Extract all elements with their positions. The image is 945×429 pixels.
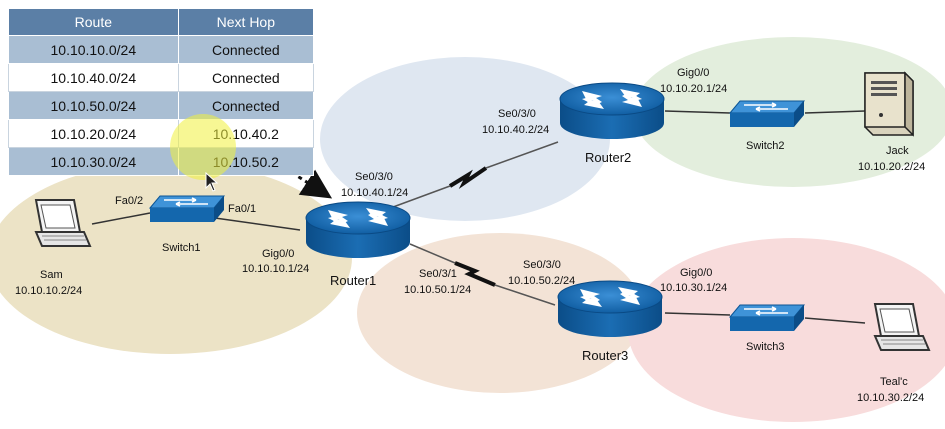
router1-icon[interactable] — [305, 201, 411, 259]
router2-gig-ip: 10.10.20.1/24 — [660, 83, 727, 95]
routing-table: Route Next Hop 10.10.10.0/24 Connected 1… — [8, 8, 315, 176]
router2-se030-name: Se0/3/0 — [498, 108, 536, 120]
wan-zone-router2 — [320, 57, 610, 221]
jack-ip: 10.10.20.2/24 — [858, 161, 925, 173]
route-cell: 10.10.40.0/24 — [8, 63, 179, 92]
router1-se031-ip: 10.10.50.1/24 — [404, 284, 471, 296]
next-hop-cell: Connected — [177, 91, 315, 120]
router1-gig-ip: 10.10.10.1/24 — [242, 263, 309, 275]
route-cell: 10.10.20.0/24 — [8, 119, 179, 148]
router3-se030-ip: 10.10.50.2/24 — [508, 275, 575, 287]
next-hop-cell: Connected — [177, 63, 315, 92]
table-row: 10.10.10.0/24 Connected — [8, 35, 315, 64]
switch1-label: Switch1 — [162, 242, 201, 254]
switch3-icon[interactable] — [729, 304, 805, 332]
router1-se031-name: Se0/3/1 — [419, 268, 457, 280]
next-hop-cell: 10.10.40.2 — [177, 119, 315, 148]
router1-gig-name: Gig0/0 — [262, 248, 294, 260]
router2-gig-name: Gig0/0 — [677, 67, 709, 79]
switch1-icon[interactable] — [149, 195, 225, 223]
router3-gig-ip: 10.10.30.1/24 — [660, 282, 727, 294]
link-switch2-jack — [804, 110, 866, 114]
router1-se030-name: Se0/3/0 — [355, 171, 393, 183]
router3-gig-name: Gig0/0 — [680, 267, 712, 279]
tealc-ip: 10.10.30.2/24 — [857, 392, 924, 404]
router1-se030-ip: 10.10.40.1/24 — [341, 187, 408, 199]
router3-icon[interactable] — [557, 280, 663, 338]
table-row: 10.10.20.0/24 10.10.40.2 — [8, 119, 315, 148]
next-hop-cell: Connected — [177, 35, 315, 64]
link-sam-switch1 — [91, 212, 151, 225]
link-router2-switch2 — [664, 110, 731, 114]
routing-table-header: Route Next Hop — [8, 8, 315, 36]
switch2-label: Switch2 — [746, 140, 785, 152]
tealc-name: Teal'c — [880, 376, 908, 388]
switch2-icon[interactable] — [729, 100, 805, 128]
link-router3-switch3 — [664, 312, 731, 316]
router3-label: Router3 — [582, 348, 628, 363]
serial-link-r1-r3 — [409, 243, 556, 306]
route-cell: 10.10.10.0/24 — [8, 35, 179, 64]
router1-label: Router1 — [330, 273, 376, 288]
header-route: Route — [8, 8, 179, 36]
table-row: 10.10.30.0/24 10.10.50.2 — [8, 147, 315, 176]
route-cell: 10.10.30.0/24 — [8, 147, 179, 176]
sam-ip: 10.10.10.2/24 — [15, 285, 82, 297]
lan-zone-sam — [0, 162, 352, 354]
next-hop-cell: 10.10.50.2 — [177, 147, 315, 176]
table-row: 10.10.50.0/24 Connected — [8, 91, 315, 120]
switch3-label: Switch3 — [746, 341, 785, 353]
route-cell: 10.10.50.0/24 — [8, 91, 179, 120]
wan-zone-router3 — [357, 233, 643, 393]
jack-name: Jack — [886, 145, 909, 157]
jack-server-icon[interactable] — [864, 71, 914, 137]
switch1-fa02-label: Fa0/2 — [115, 195, 143, 207]
link-switch1-router1 — [214, 217, 301, 231]
serial-link-r1-r2 — [384, 141, 559, 211]
router3-se030-name: Se0/3/0 — [523, 259, 561, 271]
mouse-cursor-icon — [205, 172, 219, 192]
header-next-hop: Next Hop — [177, 8, 315, 36]
sam-name: Sam — [40, 269, 63, 281]
link-switch3-tealc — [804, 317, 866, 324]
switch1-fa01-label: Fa0/1 — [228, 203, 256, 215]
router2-icon[interactable] — [559, 82, 665, 140]
router2-se030-ip: 10.10.40.2/24 — [482, 124, 549, 136]
router2-label: Router2 — [585, 150, 631, 165]
table-row: 10.10.40.0/24 Connected — [8, 63, 315, 92]
